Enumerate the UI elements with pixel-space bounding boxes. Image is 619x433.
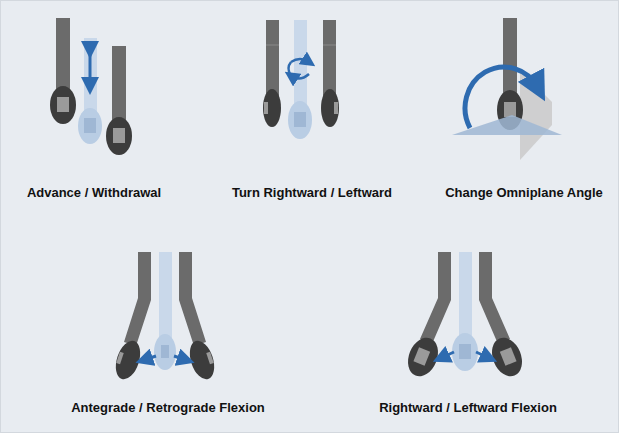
panel-caption: Antegrade / Retrograde Flexion	[71, 400, 265, 415]
panel-caption: Turn Rightward / Leftward	[232, 185, 392, 200]
panel-caption: Rightward / Leftward Flexion	[379, 400, 557, 415]
panel-caption: Change Omniplane Angle	[445, 185, 603, 200]
panel-caption: Advance / Withdrawal	[27, 185, 161, 200]
